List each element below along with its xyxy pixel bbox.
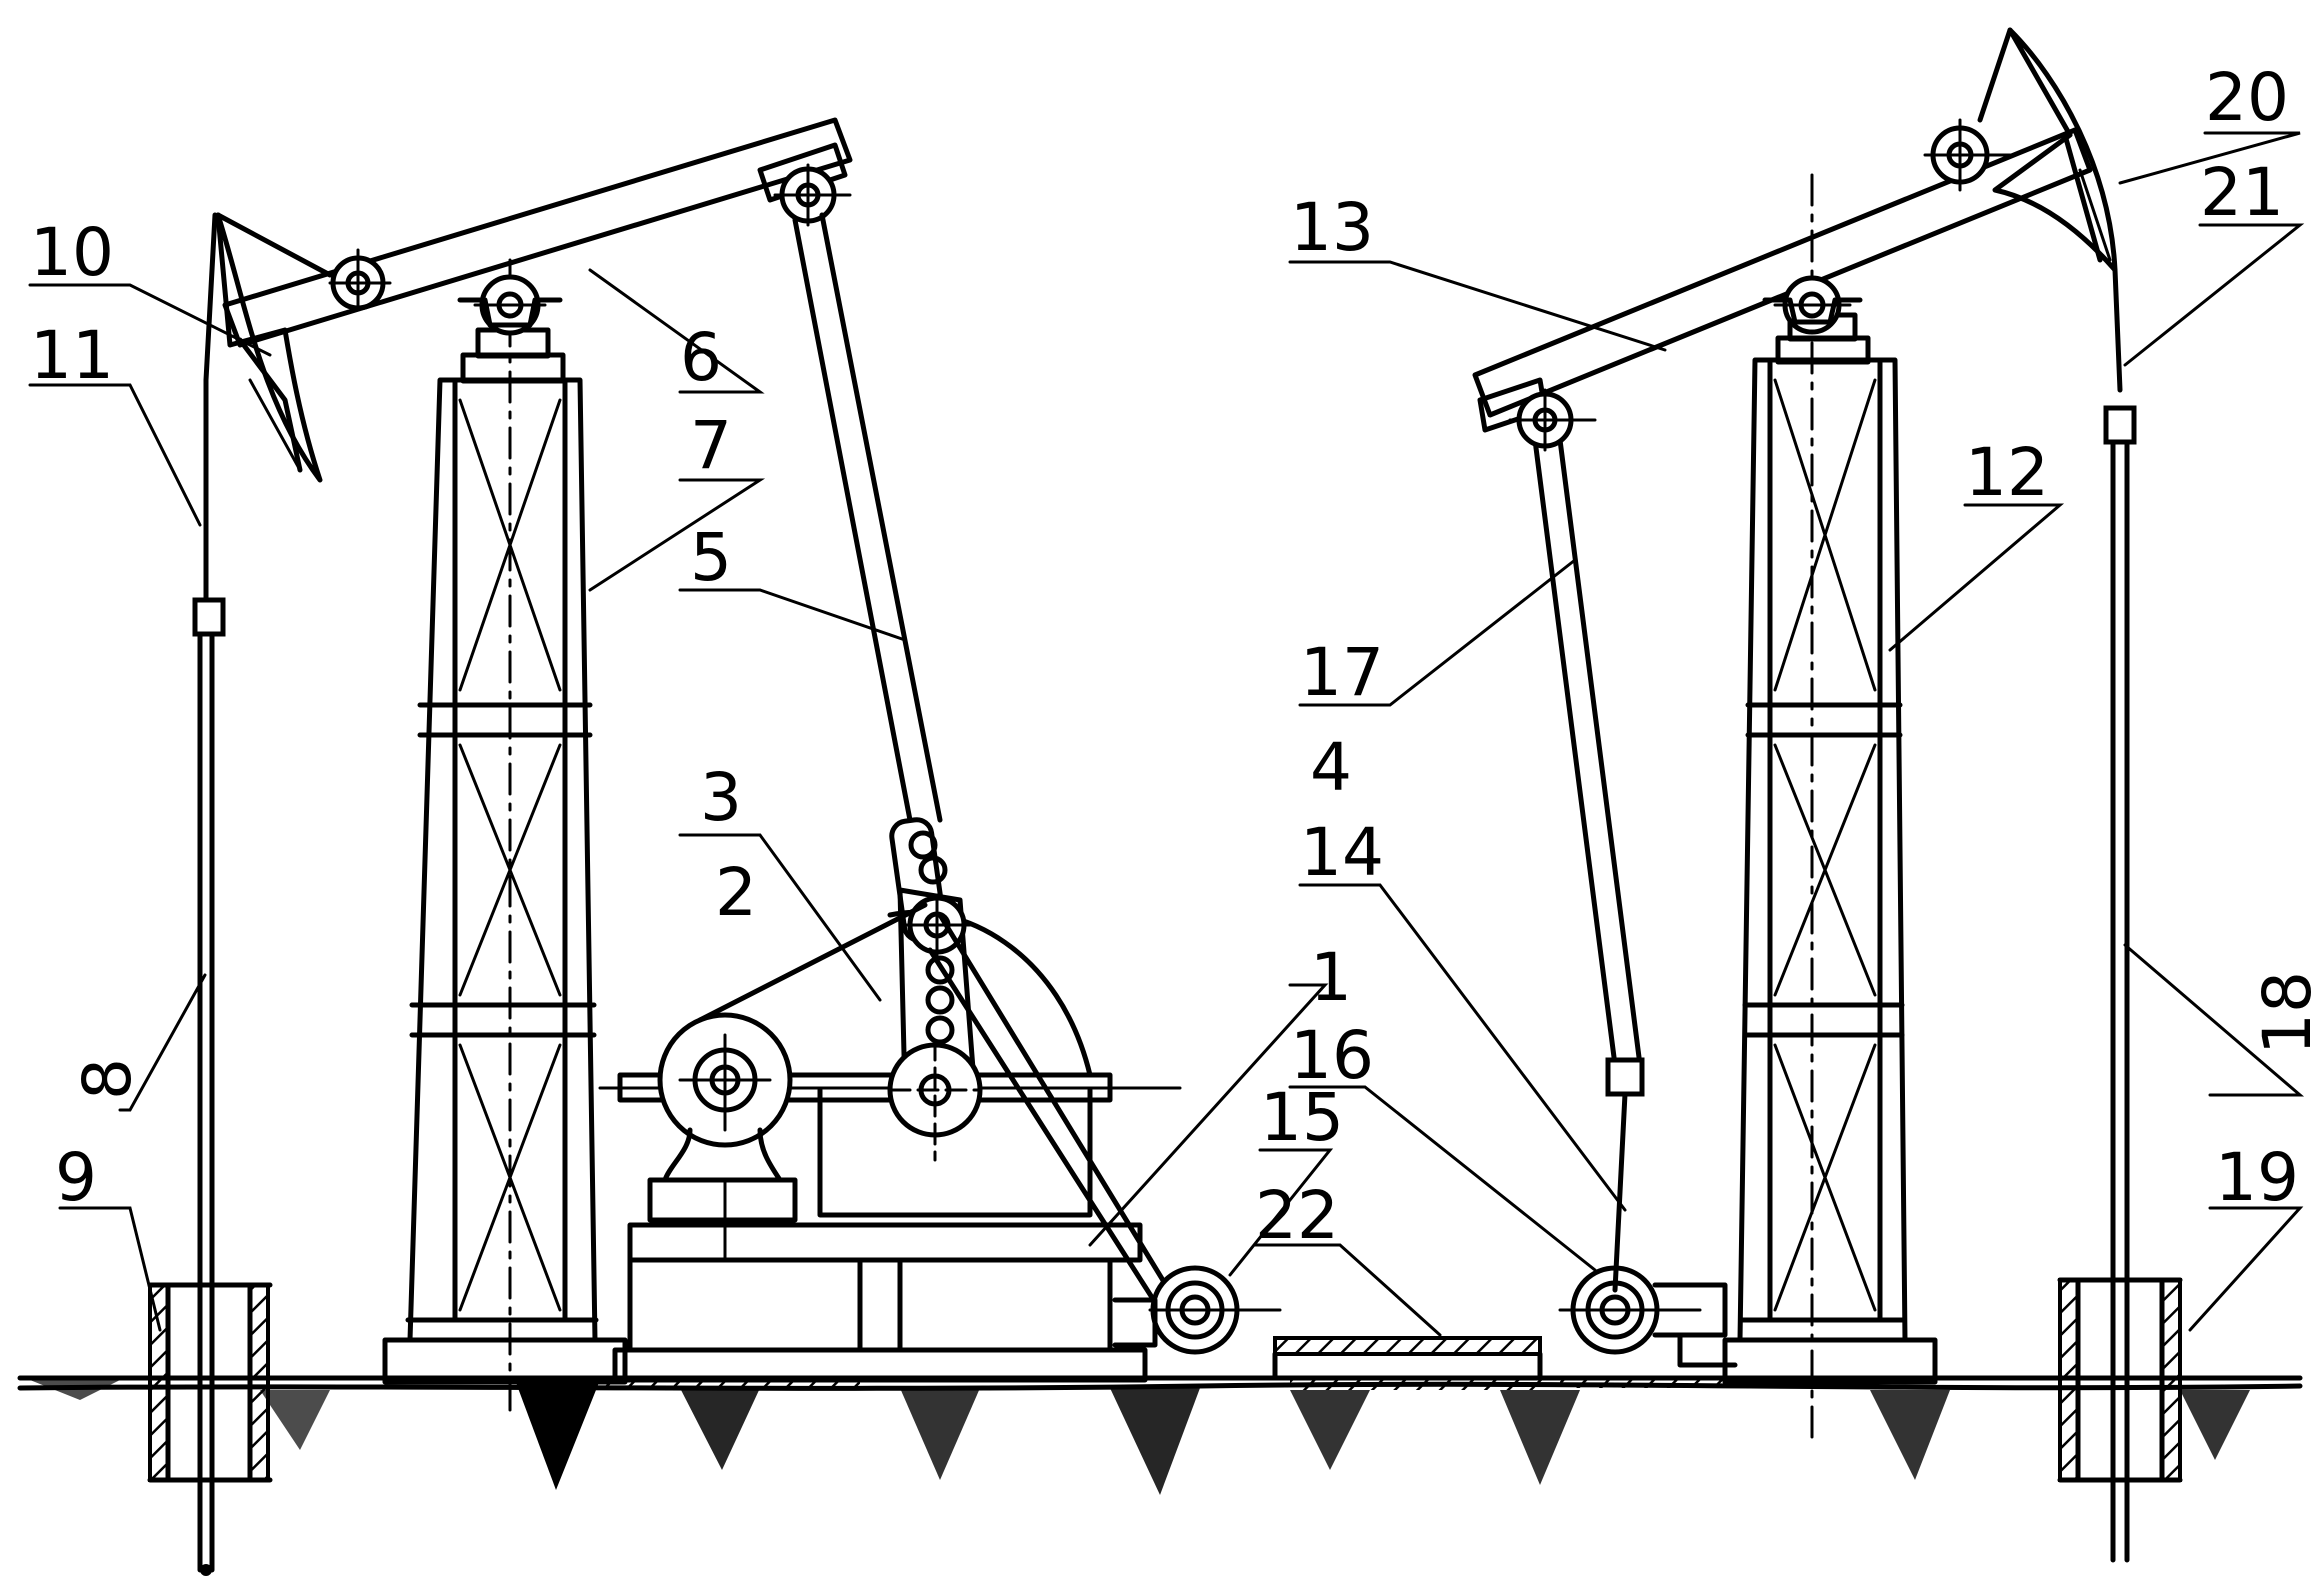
- right-tower: [1722, 173, 1938, 1442]
- left-well-casing: [147, 1282, 273, 1483]
- label-22: 22: [1255, 1177, 1339, 1254]
- label-4: 4: [1310, 729, 1352, 806]
- label-13: 13: [1290, 189, 1374, 266]
- part-labels: 10 11 6 7 5 3 2 8 9 1 15 22 16 14 4 17 1…: [30, 59, 2319, 1254]
- label-6: 6: [680, 319, 722, 396]
- right-well-casing: [2057, 1277, 2183, 1483]
- label-17: 17: [1300, 634, 1384, 711]
- label-10: 10: [30, 214, 114, 291]
- label-21: 21: [2200, 154, 2284, 231]
- motor: [647, 902, 1178, 1313]
- brake-22: [1272, 1336, 1543, 1381]
- base-frame: [612, 1222, 1148, 1383]
- right-walking-beam: [1472, 27, 2123, 452]
- left-pitman-rod: [792, 212, 948, 943]
- pulley-15: [1112, 1265, 1282, 1355]
- label-3: 3: [700, 759, 742, 836]
- label-20: 20: [2205, 59, 2289, 136]
- label-1: 1: [1310, 939, 1352, 1016]
- left-polished-rod: [192, 212, 226, 1576]
- label-5: 5: [690, 519, 732, 596]
- label-9: 9: [55, 1139, 97, 1216]
- label-11: 11: [30, 317, 114, 394]
- right-polished-rod: [2103, 405, 2137, 1563]
- ground: [17, 1375, 2303, 1495]
- label-18: 18: [2249, 971, 2319, 1055]
- label-12: 12: [1965, 434, 2049, 511]
- label-7: 7: [690, 407, 732, 484]
- label-15: 15: [1260, 1079, 1344, 1156]
- pulley-16: [1558, 1265, 1738, 1368]
- label-19: 19: [2215, 1139, 2299, 1216]
- leader-lines: [28, 131, 2305, 1337]
- ground-hatching: [30, 1378, 2250, 1495]
- left-tower: [382, 258, 628, 1422]
- label-8: 8: [69, 1058, 146, 1100]
- label-14: 14: [1300, 814, 1384, 891]
- left-walking-beam: [215, 117, 853, 483]
- label-16: 16: [1290, 1017, 1374, 1094]
- right-pitman-rod: [1532, 437, 1645, 1293]
- label-2: 2: [715, 854, 757, 931]
